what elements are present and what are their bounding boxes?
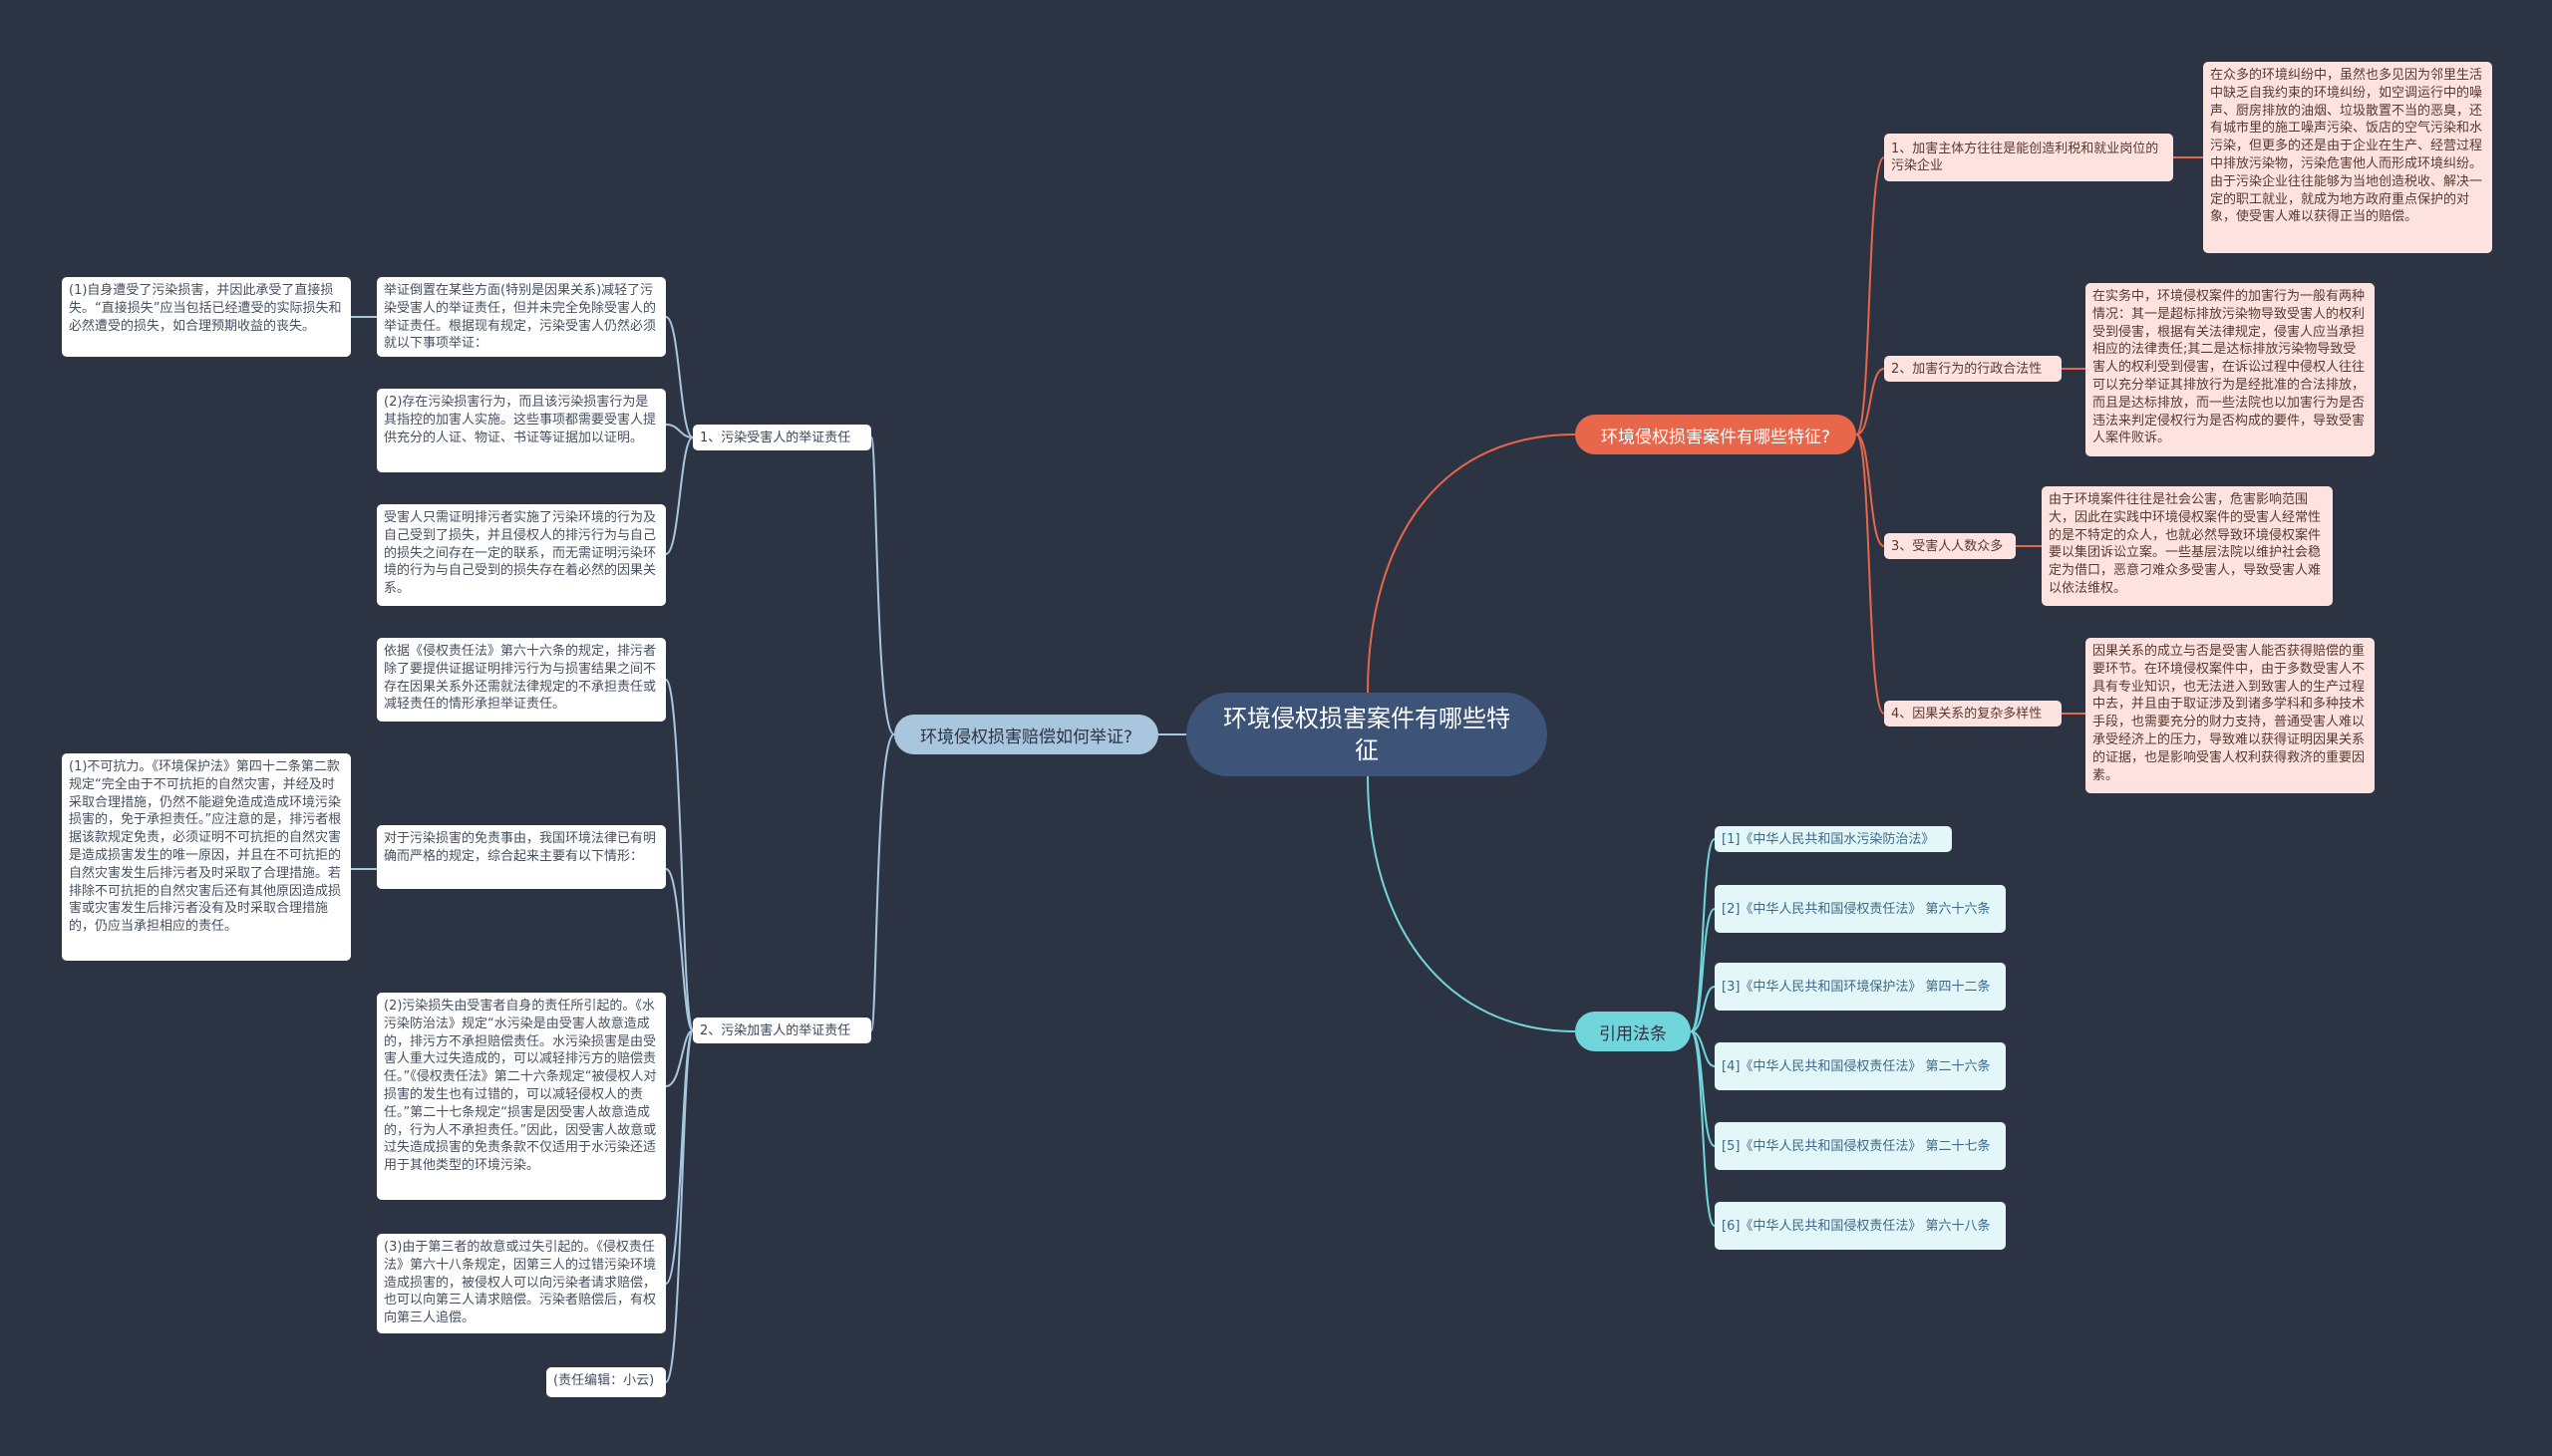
proof1-card-3: 受害人只需证明排污者实施了污染环境的行为及自己受到了损失，并且侵权人的排污行为与…	[377, 504, 666, 606]
proof2-side-card: (1)不可抗力。《环境保护法》第四十二条第二款规定“完全由于不可抗拒的自然灾害，…	[62, 753, 351, 961]
feature-detail-4: 因果关系的成立与否是受害人能否获得赔偿的重要环节。在环境侵权案件中，由于多数受害…	[2085, 638, 2375, 793]
link-laws	[1690, 838, 1716, 1227]
feature-detail-3: 由于环境案件往往是社会公害，危害影响范围大，因此在实践中环境侵权案件的受害人经常…	[2042, 486, 2333, 606]
law-item-5[interactable]: [5]《中华人民共和国侵权责任法》 第二十七条	[1715, 1122, 2006, 1170]
proof-item-2[interactable]: 2、污染加害人的举证责任	[693, 1018, 871, 1043]
branch-features[interactable]: 环境侵权损害案件有哪些特征?	[1575, 415, 1856, 454]
proof-item-1[interactable]: 1、污染受害人的举证责任	[693, 425, 871, 450]
feature-detail-2: 在实务中，环境侵权案件的加害行为一般有两种情况：其一是超标排放污染物导致受害人的…	[2085, 283, 2375, 456]
link-proof1-cards	[665, 316, 694, 555]
proof1-card-2: (2)存在污染损害行为，而且该污染损害行为是其指控的加害人实施。这些事项都需要受…	[377, 389, 666, 472]
proof2-card-2: 对于污染损害的免责事由，我国环境法律已有明确而严格的规定，综合起来主要有以下情形…	[377, 825, 666, 889]
link-proof2-cards	[665, 679, 694, 1383]
proof1-card-1: 举证倒置在某些方面(特别是因果关系)减轻了污染受害人的举证责任，但并未完全免除受…	[377, 277, 666, 357]
branch-laws[interactable]: 引用法条	[1575, 1012, 1691, 1051]
editor-note: (责任编辑：小云)	[546, 1367, 666, 1397]
law-item-6[interactable]: [6]《中华人民共和国侵权责任法》 第六十八条	[1715, 1202, 2006, 1250]
link-proof-2	[870, 733, 895, 1031]
link-proof-1	[870, 437, 895, 735]
link-features-4	[1855, 434, 1885, 715]
feature-item-4[interactable]: 4、因果关系的复杂多样性	[1884, 701, 2062, 727]
feature-item-2[interactable]: 2、加害行为的行政合法性	[1884, 356, 2062, 382]
link-root-laws	[1367, 775, 1576, 1032]
proof2-card-4: (3)由于第三者的故意或过失引起的。《侵权责任法》第六十八条规定，因第三人的过错…	[377, 1234, 666, 1333]
feature-item-1[interactable]: 1、加害主体方往往是能创造利税和就业岗位的污染企业	[1884, 134, 2173, 181]
link-root-features	[1367, 434, 1576, 694]
proof2-card-1: 依据《侵权责任法》第六十六条的规定，排污者除了要提供证据证明排污行为与损害结果之…	[377, 638, 666, 722]
law-item-2[interactable]: [2]《中华人民共和国侵权责任法》 第六十六条	[1715, 885, 2006, 933]
law-item-3[interactable]: [3]《中华人民共和国环境保护法》 第四十二条	[1715, 963, 2006, 1011]
proof1-side-card: (1)自身遭受了污染损害，并因此承受了直接损失。“直接损失”应当包括已经遭受的实…	[62, 277, 351, 357]
link-features-3	[1855, 434, 1885, 547]
link-features-2	[1855, 368, 1885, 436]
central-topic[interactable]: 环境侵权损害案件有哪些特征	[1186, 693, 1547, 776]
law-item-4[interactable]: [4]《中华人民共和国侵权责任法》 第二十六条	[1715, 1042, 2006, 1090]
link-features-1	[1855, 156, 1885, 436]
feature-item-3[interactable]: 3、受害人人数众多	[1884, 533, 2016, 559]
law-item-1[interactable]: [1]《中华人民共和国水污染防治法》	[1715, 826, 1952, 852]
proof2-card-3: (2)污染损失由受害者自身的责任所引起的。《水污染防治法》规定“水污染是由受害人…	[377, 993, 666, 1200]
feature-detail-1: 在众多的环境纠纷中，虽然也多见因为邻里生活中缺乏自我约束的环境纠纷，如空调运行中…	[2203, 62, 2492, 253]
branch-proof[interactable]: 环境侵权损害赔偿如何举证?	[894, 715, 1158, 754]
